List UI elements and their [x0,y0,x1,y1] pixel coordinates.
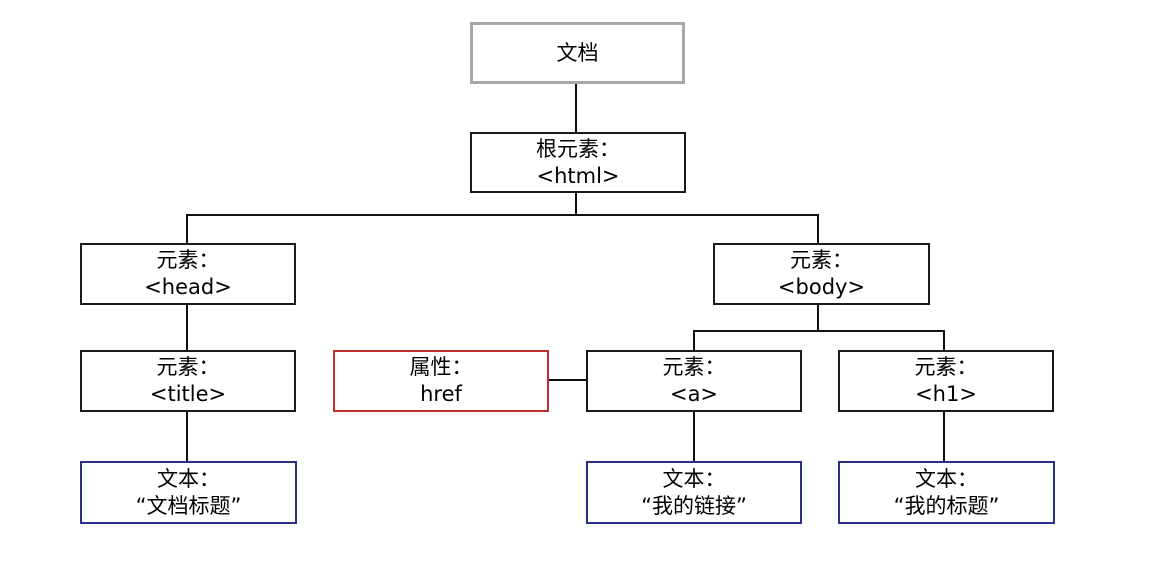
title-node-tag-label: <title> [149,382,227,406]
href-attribute-node: 属性： href [333,350,549,412]
href-node-type-label: 属性： [409,355,473,379]
connector-document-html [575,83,577,132]
body-node-tag-label: <body> [777,275,866,299]
connector-h1-text [943,412,945,462]
a-text-value: “我的链接” [641,493,747,518]
connector-branch-body [817,214,819,243]
document-node-label: 文档 [556,40,599,65]
connector-title-text [186,412,188,462]
connector-branch-h1 [943,330,945,351]
a-element-node: 元素： <a> [586,350,802,412]
h1-node-tag-label: <h1> [915,382,977,406]
h1-text-type-label: 文本： [915,466,978,491]
connector-href-a [549,379,586,381]
connector-a-text [693,412,695,462]
html-node-type-label: 根元素： [536,136,620,161]
title-node-type-label: 元素： [156,355,220,379]
h1-element-node: 元素： <h1> [838,350,1054,412]
connector-body-branch [693,330,945,332]
title-element-node: 元素： <title> [80,350,296,412]
href-node-name-label: href [420,382,462,406]
h1-text-node: 文本： “我的标题” [838,461,1055,524]
head-node-tag-label: <head> [144,275,232,299]
title-text-type-label: 文本： [157,466,220,491]
connector-branch-a [693,330,695,351]
connector-branch-head [186,214,188,243]
html-node-tag-label: <html> [536,163,620,188]
connector-head-title [186,304,188,351]
h1-node-type-label: 元素： [914,355,978,379]
a-text-node: 文本： “我的链接” [586,461,802,524]
a-node-tag-label: <a> [669,382,719,406]
head-element-node: 元素： <head> [80,243,296,305]
html-root-element-node: 根元素： <html> [470,132,686,193]
body-node-type-label: 元素： [790,248,853,272]
connector-body-down [817,304,819,332]
document-node: 文档 [470,22,685,84]
connector-html-branch [186,214,819,216]
body-element-node: 元素： <body> [713,243,930,305]
a-text-type-label: 文本： [662,466,726,491]
head-node-type-label: 元素： [156,248,220,272]
title-text-node: 文本： “文档标题” [80,461,297,524]
title-text-value: “文档标题” [135,493,242,518]
h1-text-value: “我的标题” [893,493,1000,518]
a-node-type-label: 元素： [662,355,726,379]
connector-html-down [575,192,577,216]
